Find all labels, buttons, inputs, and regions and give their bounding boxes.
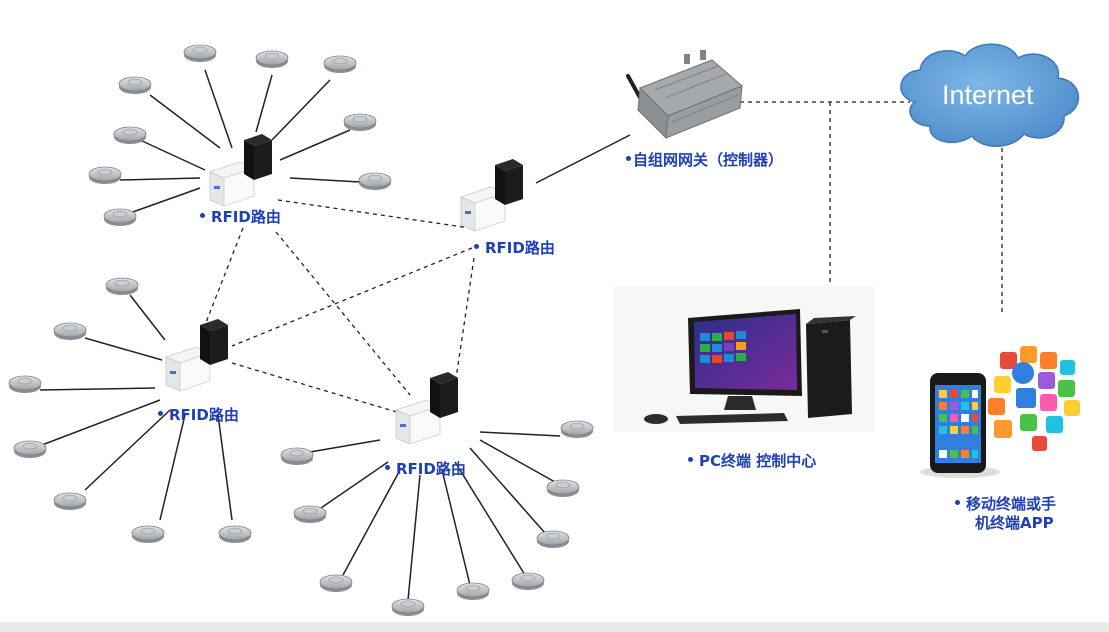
smartphone-icon [920, 346, 1080, 478]
pc-label: PC终端 控制中心 [688, 450, 816, 471]
cloud-label: Internet [942, 80, 1034, 110]
mobile-label-line1: 移动终端或手 [955, 493, 1056, 514]
rfid-tag-icon [8, 44, 594, 617]
mesh-links [204, 101, 1003, 414]
cloud-icon [900, 43, 1080, 147]
router-label-mid-left: RFID路由 [158, 404, 239, 425]
wireless-gateway-icon [626, 50, 743, 140]
gateway-label: 自组网网关（控制器） [626, 149, 783, 170]
router-label-top-left: RFID路由 [200, 206, 281, 227]
router-label-center: RFID路由 [474, 237, 555, 258]
footer-bar [0, 622, 1109, 632]
tag-links [39, 69, 631, 601]
router-label-bottom: RFID路由 [385, 458, 466, 479]
desktop-computer-icon [614, 286, 874, 432]
mobile-label-line2: 机终端APP [975, 514, 1054, 532]
